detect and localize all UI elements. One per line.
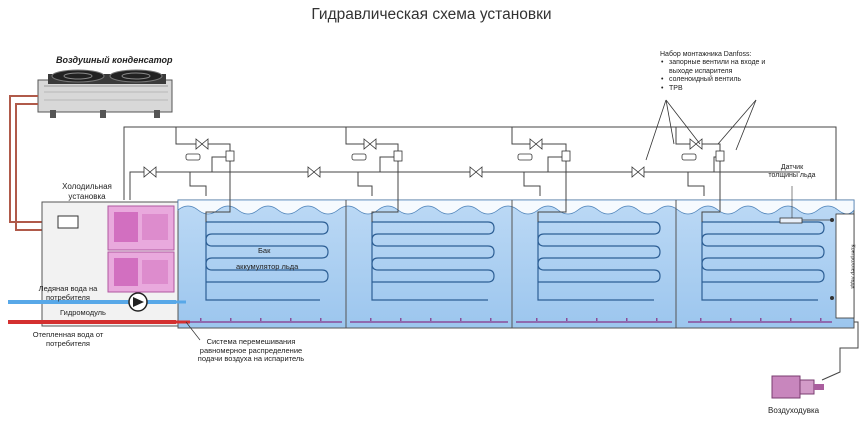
ice-controller-box xyxy=(835,213,855,319)
condenser-refrigerant-line xyxy=(9,95,42,223)
solenoid-valve-icon xyxy=(469,166,483,178)
mixing-label-line: равномерное распределение xyxy=(199,345,303,355)
air-bubbles xyxy=(200,318,822,321)
danfoss-item: ТРВ xyxy=(661,85,765,94)
ice-sensor-label-line: Датчик xyxy=(780,164,804,171)
return-water-label: Отепленная вода от потребителя xyxy=(32,330,104,348)
evaporator-coil xyxy=(537,221,661,301)
tank-label-2: аккумулятор льда xyxy=(236,262,299,271)
shutoff-valve-icon xyxy=(529,138,543,150)
danfoss-note: Набор монтажника Danfoss: запорные венти… xyxy=(660,50,765,93)
chiller-label: Холодильная установка xyxy=(62,182,112,201)
ice-water-label: Ледяная вода на потребителя xyxy=(38,284,98,302)
txv-icon xyxy=(561,150,571,162)
chiller-unit xyxy=(41,201,179,327)
danfoss-title: Набор монтажника Danfoss: xyxy=(660,51,752,58)
ice-tank-array xyxy=(177,199,855,329)
tank-label-1: Бак xyxy=(258,246,271,255)
danfoss-item: выходе испарителя xyxy=(669,67,733,75)
condenser-label: Воздушный конденсатор xyxy=(56,55,173,65)
page-title: Гидравлическая схема установки xyxy=(311,6,552,23)
mixing-label-line: Система перемешивания xyxy=(206,337,296,346)
control-box-label: Контроллер льда xyxy=(849,244,856,289)
evaporator-coil xyxy=(371,221,495,301)
refrigerant-manifold xyxy=(123,126,837,200)
valve-set xyxy=(143,138,725,178)
evaporator-coil xyxy=(205,221,329,301)
blower-air-line xyxy=(821,321,859,381)
condenser-fan-icon xyxy=(109,69,163,83)
solenoid-valve-icon xyxy=(143,166,157,178)
ice-sensor-label-line: толщины льда xyxy=(768,172,816,180)
txv-icon xyxy=(393,150,403,162)
compressor-icon xyxy=(107,251,175,293)
filter-icon xyxy=(185,153,201,161)
mixing-label: Система перемешивания равномерное распре… xyxy=(196,337,306,364)
pump-icon xyxy=(128,292,148,312)
solenoid-valve-icon xyxy=(631,166,645,178)
txv-icon xyxy=(715,150,725,162)
air-condenser xyxy=(37,69,173,118)
solenoid-valve-icon xyxy=(307,166,321,178)
shutoff-valve-icon xyxy=(195,138,209,150)
txv-icon xyxy=(225,150,235,162)
danfoss-item: запорные вентили на входе и xyxy=(661,59,765,68)
blower-label: Воздуходувка xyxy=(768,406,820,415)
danfoss-item: соленоидный вентиль xyxy=(661,76,765,85)
hydromodule-label: Гидромодуль xyxy=(60,308,106,317)
shutoff-valve-icon xyxy=(363,138,377,150)
filter-icon xyxy=(681,153,697,161)
evaporator-coil xyxy=(701,221,825,301)
compressor-icon xyxy=(107,205,175,251)
danfoss-items: запорные вентили на входе и выходе испар… xyxy=(660,59,765,93)
mixing-label-line: подачи воздуха на испаритель xyxy=(197,354,305,364)
filter-icon xyxy=(517,153,533,161)
blower-icon xyxy=(771,375,824,399)
condenser-fan-icon xyxy=(51,69,105,83)
filter-icon xyxy=(351,153,367,161)
ice-sensor-label: Датчик толщины льда xyxy=(760,164,824,181)
chiller-control-panel xyxy=(57,215,79,229)
ice-thickness-sensor xyxy=(779,217,803,224)
shutoff-valve-icon xyxy=(689,138,703,150)
